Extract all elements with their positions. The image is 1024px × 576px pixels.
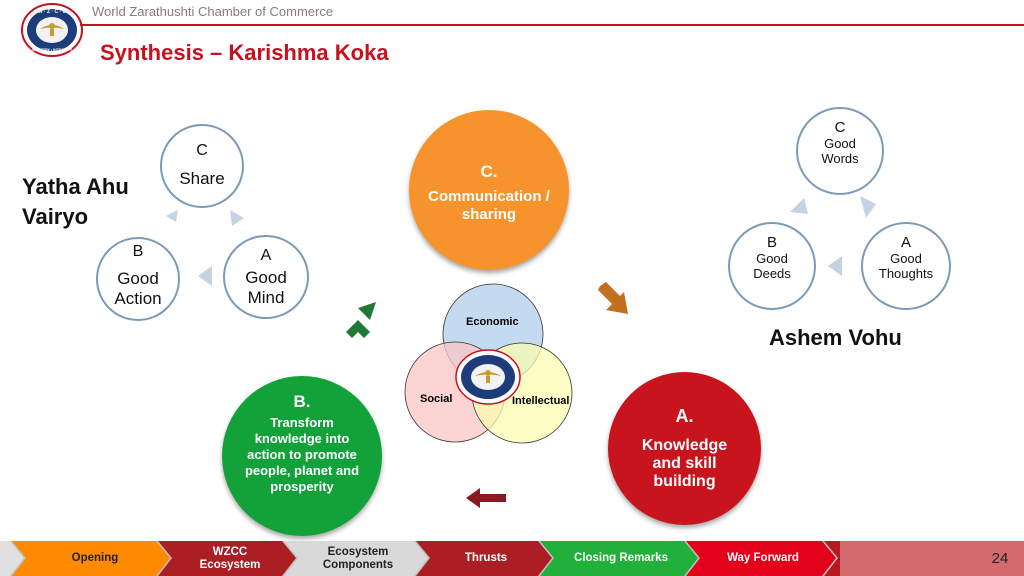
nav-tab-opening-shape bbox=[12, 541, 170, 576]
nav-tab-thrusts-label: Thrusts bbox=[464, 552, 508, 564]
nav-tab-closing-remarks-shape bbox=[540, 541, 698, 576]
nav-tab-opening-label: Opening bbox=[71, 552, 119, 564]
logo-bottom-text: INDUSTRY • INTEGRITY bbox=[32, 48, 73, 52]
right-cycle-title: Ashem Vohu bbox=[769, 325, 902, 350]
nav-tab-closing-remarks[interactable]: Closing Remarks bbox=[552, 541, 690, 576]
wzcc-logo: W · Z · C · C INDUSTRY • INTEGRITY bbox=[21, 3, 83, 57]
header-divider bbox=[80, 24, 1024, 26]
center-b-transform-circle: B. Transform knowledge into action to pr… bbox=[222, 376, 382, 536]
right-c-good-words-circle: C Good Words bbox=[796, 107, 884, 195]
left-cycle-title-line2: Vairyo bbox=[22, 204, 89, 229]
venn-diagram: Economic Social Intellectual bbox=[404, 283, 573, 444]
left-b-letter: B bbox=[132, 243, 144, 260]
venn-center-logo bbox=[455, 349, 521, 405]
red-left-arrow-icon bbox=[466, 488, 506, 508]
left-cycle-title: Yatha Ahu Vairyo bbox=[22, 172, 129, 232]
nav-tab-opening[interactable]: Opening bbox=[26, 541, 164, 576]
org-name: World Zarathushti Chamber of Commerce bbox=[92, 4, 334, 19]
right-c-line1: Good bbox=[824, 136, 856, 151]
left-a-good-mind-circle: A Good Mind bbox=[223, 235, 309, 319]
left-arrow-b-to-c-icon bbox=[166, 210, 178, 222]
right-arrow-b-to-c-icon bbox=[790, 198, 808, 214]
right-c-line2: Words bbox=[821, 151, 859, 166]
nav-tab-ecosystem-components-shape bbox=[284, 541, 428, 576]
left-arrow-a-to-b-icon bbox=[198, 266, 212, 286]
right-cycle-arrows bbox=[790, 196, 876, 276]
left-arrow-c-to-a-icon bbox=[230, 210, 244, 226]
right-b-good-deeds-circle: B Good Deeds bbox=[728, 222, 816, 310]
slide-title: Synthesis – Karishma Koka bbox=[100, 40, 389, 65]
right-b-line1: Good bbox=[756, 251, 788, 266]
left-c-letter: C bbox=[196, 142, 208, 159]
center-c-text: Communication / sharing bbox=[428, 188, 550, 223]
right-arrow-a-to-c-icon bbox=[860, 196, 876, 218]
venn-intellectual-label: Intellectual bbox=[512, 395, 569, 407]
right-a-good-thoughts-circle: A Good Thoughts bbox=[861, 222, 951, 310]
right-arrow-a-to-b-icon bbox=[828, 256, 842, 276]
nav-tab-way-forward[interactable]: Way Forward bbox=[698, 541, 828, 576]
left-a-line1: Good bbox=[245, 268, 287, 287]
nav-tab-wzcc-ecosystem-line1: WZCC bbox=[212, 545, 248, 558]
right-b-letter: B bbox=[766, 234, 777, 251]
right-a-line1: Good bbox=[890, 251, 922, 266]
center-c-communication-circle: C. Communication / sharing bbox=[409, 110, 569, 270]
nav-tab-way-forward-label: Way Forward bbox=[727, 552, 799, 564]
left-a-letter: A bbox=[260, 247, 272, 264]
bottom-nav-shapes bbox=[0, 541, 1024, 576]
nav-tab-wzcc-ecosystem-shape bbox=[158, 541, 296, 576]
nav-tab-ecosystem-components-line2: Components bbox=[322, 558, 394, 571]
nav-tab-thrusts[interactable]: Thrusts bbox=[428, 541, 544, 576]
orange-down-arrow-icon bbox=[598, 282, 628, 314]
logo-top-text: W · Z · C · C bbox=[38, 9, 67, 15]
left-b-line1: Good bbox=[117, 269, 159, 288]
left-b-line2: Action bbox=[114, 289, 162, 308]
left-cycle-arrows bbox=[166, 210, 244, 286]
nav-tab-thrusts-shape bbox=[416, 541, 552, 576]
nav-tab-wzcc-ecosystem-line2: Ecosystem bbox=[199, 558, 261, 571]
left-c-text: Share bbox=[179, 169, 225, 188]
right-a-line2: Thoughts bbox=[878, 266, 934, 281]
page-number: 24 bbox=[991, 550, 1009, 567]
center-a-letter: A. bbox=[675, 406, 694, 426]
center-b-letter: B. bbox=[293, 392, 311, 411]
right-c-letter: C bbox=[834, 119, 846, 136]
center-c-letter: C. bbox=[480, 162, 498, 181]
right-b-line2: Deeds bbox=[753, 266, 791, 281]
left-b-good-action-circle: B Good Action bbox=[96, 237, 180, 321]
venn-economic-label: Economic bbox=[466, 316, 519, 328]
left-cycle-title-line1: Yatha Ahu bbox=[22, 174, 129, 199]
left-c-share-circle: C Share bbox=[160, 124, 244, 208]
green-up-arrow-icon bbox=[346, 302, 376, 338]
venn-social-label: Social bbox=[420, 393, 452, 405]
center-b-text: Transform knowledge into action to promo… bbox=[244, 415, 360, 494]
nav-tab-ecosystem-components-line1: Ecosystem bbox=[327, 545, 389, 558]
nav-tab-way-forward-shape bbox=[686, 541, 836, 576]
right-a-letter: A bbox=[900, 234, 911, 251]
nav-tab-closing-remarks-label: Closing Remarks bbox=[574, 552, 668, 564]
center-a-text: Knowledge and skill building bbox=[641, 437, 728, 490]
center-a-knowledge-circle: A. Knowledge and skill building bbox=[608, 372, 761, 525]
left-a-line2: Mind bbox=[247, 288, 285, 307]
